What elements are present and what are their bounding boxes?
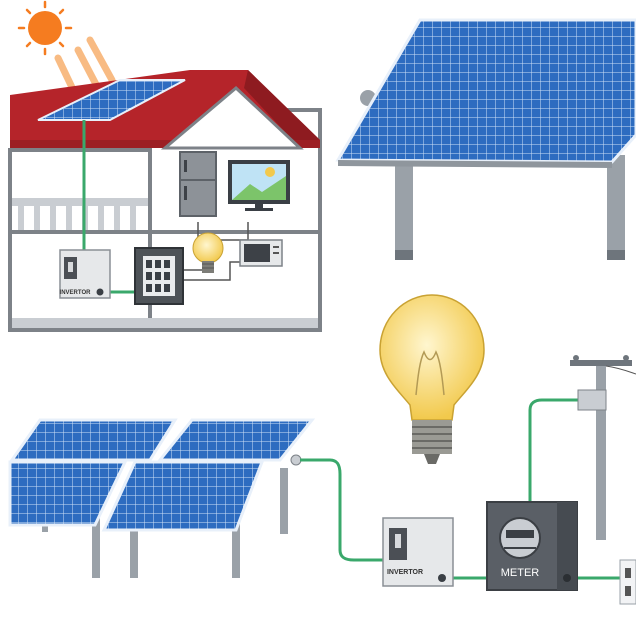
breaker-box-icon: [134, 247, 184, 305]
meter-icon: METER: [486, 501, 578, 591]
inverter-icon-ground: INVERTOR: [382, 517, 454, 587]
roof-solar-panel: [37, 79, 186, 121]
light-bulb-icon-large: [379, 294, 485, 464]
ground-wire: [300, 398, 620, 580]
house-icon: [8, 70, 322, 332]
roof-wire: [82, 120, 135, 294]
microwave-icon: [239, 239, 283, 267]
tv-icon: [228, 160, 290, 211]
sun-icon: [17, 0, 116, 104]
solar-panel-icon-ground: [8, 418, 316, 578]
solar-panel-icon-large: [335, 18, 636, 260]
outlet-icon: [619, 559, 636, 605]
inverter-label-ground: INVERTOR: [387, 569, 423, 576]
inverter-icon-house: INVERTOR: [59, 249, 111, 299]
utility-pole-icon: [570, 355, 636, 540]
light-bulb-icon-small: [192, 232, 224, 273]
meter-label: METER: [501, 567, 540, 579]
inverter-label-house: INVERTOR: [60, 290, 92, 296]
fridge-icon: [179, 151, 217, 217]
